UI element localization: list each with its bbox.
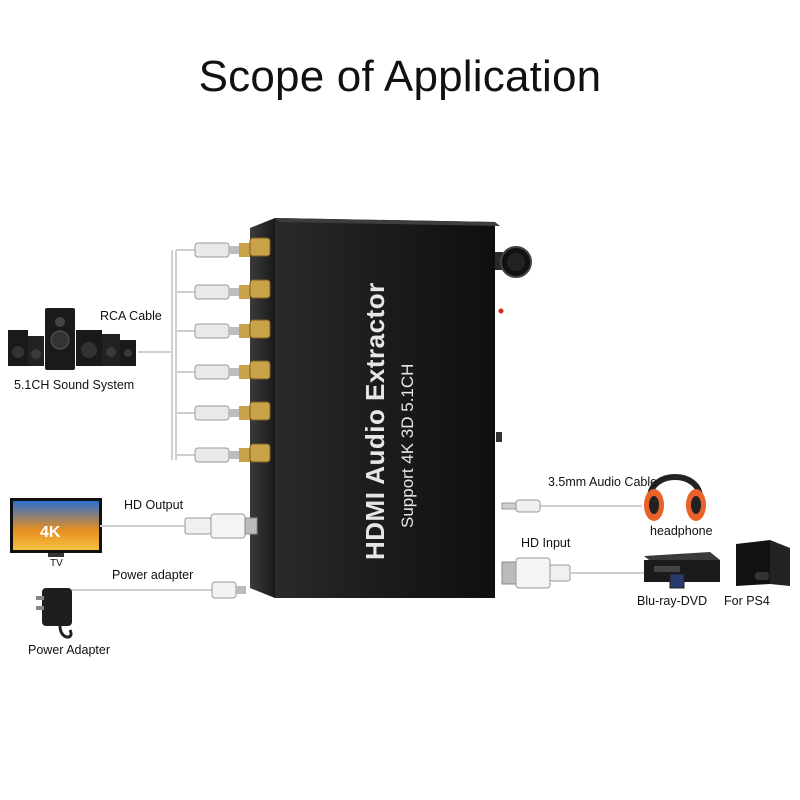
power-cable-label: Power adapter: [112, 568, 194, 582]
rca-cable-label: RCA Cable: [100, 309, 162, 323]
ps4-image: [736, 540, 790, 586]
rca-plug: [194, 323, 251, 339]
hd-input-cable: [501, 557, 645, 589]
hd-output-label: HD Output: [124, 498, 184, 512]
hd-output-cable: [100, 513, 258, 539]
tv-screen-text: 4K: [40, 524, 61, 541]
tv-image: [10, 498, 102, 557]
headphone-image: [644, 474, 706, 521]
rca-plugs: [194, 242, 251, 463]
headphone-label: headphone: [650, 524, 713, 538]
volume-knob: [495, 246, 532, 278]
rca-jacks: [249, 237, 271, 463]
rca-plug: [194, 364, 251, 380]
audio-cable-label: 3.5mm Audio Cable: [548, 475, 658, 489]
bluray-player-image: [644, 552, 720, 589]
rca-cable-bundle: [138, 249, 195, 460]
power-adapter-image: [36, 581, 246, 639]
hd-input-label: HD Input: [521, 536, 571, 550]
bluray-label: Blu-ray-DVD: [637, 594, 708, 608]
sound-system-label: 5.1CH Sound System: [14, 378, 135, 392]
hdmi-audio-extractor-device: [249, 218, 532, 598]
device-subtitle: Support 4K 3D 5.1CH: [398, 363, 417, 528]
rca-plug: [194, 447, 251, 463]
power-adapter-label: Power Adapter: [28, 643, 110, 657]
rca-plug: [194, 405, 251, 421]
rca-plug: [194, 242, 251, 258]
tv-label: TV: [50, 558, 63, 569]
ps4-label: For PS4: [724, 594, 770, 608]
sound-system-image: [8, 308, 136, 370]
audio-cable: [501, 499, 642, 513]
rca-plug: [194, 284, 251, 300]
page-title: Scope of Application: [198, 52, 602, 101]
side-switch: [496, 432, 502, 442]
power-led: [498, 308, 504, 314]
device-name: HDMI Audio Extractor: [360, 282, 390, 560]
